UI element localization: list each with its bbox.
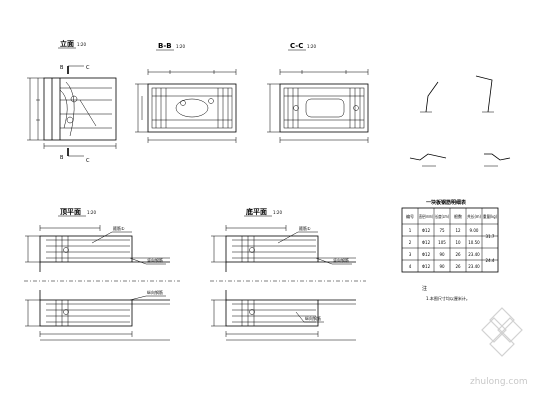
bottom-plan-label-c: 纵向钢筋 bbox=[305, 315, 321, 321]
table-title: 一块板钢筋明细表 bbox=[426, 199, 467, 206]
rebar-shape-3 bbox=[409, 153, 447, 161]
table-cell: 2 bbox=[409, 240, 412, 245]
table-cell: 23.40 bbox=[468, 252, 480, 257]
top-plan-label-a: 箍筋① bbox=[113, 225, 125, 231]
section-bb-title: B-B bbox=[158, 42, 172, 50]
table-cell: 26 bbox=[455, 252, 461, 257]
section-cc-title: C-C bbox=[290, 42, 303, 50]
bottom-plan-label-b: 竖向钢筋 bbox=[333, 257, 349, 263]
rebar-shape-4 bbox=[484, 153, 511, 161]
table-cell: 9.00 bbox=[470, 228, 479, 233]
section-bb-view: B-B 1:20 bbox=[135, 42, 237, 143]
top-plan-scale: 1:20 bbox=[87, 210, 96, 215]
table-header-2: 长度(cm) bbox=[435, 213, 449, 219]
table-row: 4 Φ12 90 26 23.40 bbox=[409, 264, 480, 269]
table-row: 3 Φ12 90 26 23.40 24.4 bbox=[409, 252, 495, 263]
elevation-cut-c-top: C bbox=[86, 65, 90, 71]
rebar-shape-sketches bbox=[409, 75, 511, 167]
section-bb-scale: 1:20 bbox=[176, 44, 185, 49]
top-plan-label-c: 纵向钢筋 bbox=[147, 289, 163, 295]
table-cell: 105 bbox=[438, 240, 446, 245]
notes-label: 注 bbox=[422, 285, 427, 292]
table-cell: 10.50 bbox=[468, 240, 480, 245]
watermark-logo-icon bbox=[481, 307, 523, 357]
table-cell: 24.4 bbox=[486, 258, 495, 263]
elevation-scale: 1:20 bbox=[77, 42, 86, 47]
bottom-plan-scale: 1:20 bbox=[273, 210, 282, 215]
table-header-0: 编号 bbox=[406, 213, 414, 219]
notes-line-1: 1.本图尺寸均以厘米计。 bbox=[426, 295, 470, 301]
elevation-view: 立面 1:20 B C B C bbox=[27, 39, 117, 164]
section-cc-view: C-C 1:20 bbox=[267, 42, 369, 143]
bottom-plan-view: 底平面 1:20 箍筋① 竖向钢筋 bbox=[210, 207, 366, 341]
table-row: 2 Φ12 105 10 10.50 bbox=[409, 240, 480, 245]
top-plan-label-b: 竖向钢筋 bbox=[147, 257, 163, 263]
table-cell: 26 bbox=[455, 264, 461, 269]
table-cell: Φ12 bbox=[422, 264, 431, 269]
watermark: zhulong.com bbox=[470, 307, 528, 387]
rebar-shape-2 bbox=[475, 75, 493, 113]
table-row: 1 Φ12 75 12 9.00 31.7 bbox=[409, 228, 495, 239]
watermark-text: zhulong.com bbox=[470, 377, 528, 387]
table-header-4: 共长(m) bbox=[467, 213, 481, 219]
elevation-title: 立面 bbox=[60, 39, 74, 48]
table-cell: 75 bbox=[439, 228, 445, 233]
elevation-cut-b-top: B bbox=[60, 65, 64, 71]
table-cell: 10 bbox=[455, 240, 461, 245]
table-header-3: 根数 bbox=[454, 213, 462, 219]
top-plan-title: 顶平面 bbox=[60, 207, 81, 216]
elevation-cut-c-bottom: C bbox=[86, 158, 90, 164]
table-cell: 1 bbox=[409, 228, 412, 233]
table-cell: 90 bbox=[439, 252, 445, 257]
table-cell: 23.40 bbox=[468, 264, 480, 269]
table-cell: 4 bbox=[409, 264, 412, 269]
table-header-1: 直径(mm) bbox=[419, 213, 433, 219]
table-header-5: 重量(kg) bbox=[483, 213, 497, 219]
table-cell: 3 bbox=[409, 252, 412, 257]
rebar-shape-1 bbox=[425, 81, 439, 113]
top-plan-view: 顶平面 1:20 箍筋① 竖向钢筋 bbox=[24, 207, 180, 341]
table-cell: Φ12 bbox=[422, 252, 431, 257]
bottom-plan-title: 底平面 bbox=[246, 207, 267, 216]
bottom-plan-label-a: 箍筋① bbox=[299, 225, 311, 231]
elevation-cut-b-bottom: B bbox=[60, 155, 64, 161]
table-cell: Φ12 bbox=[422, 228, 431, 233]
section-cc-scale: 1:20 bbox=[307, 44, 316, 49]
rebar-schedule-table: 一块板钢筋明细表 编号 直径(mm) 长度(cm) 根数 共长(m) 重量(kg… bbox=[401, 199, 499, 273]
table-cell: 31.7 bbox=[486, 234, 495, 239]
table-cell: 90 bbox=[439, 264, 445, 269]
table-cell: 12 bbox=[455, 228, 461, 233]
table-cell: Φ12 bbox=[422, 240, 431, 245]
notes-block: 注 1.本图尺寸均以厘米计。 bbox=[422, 285, 470, 301]
